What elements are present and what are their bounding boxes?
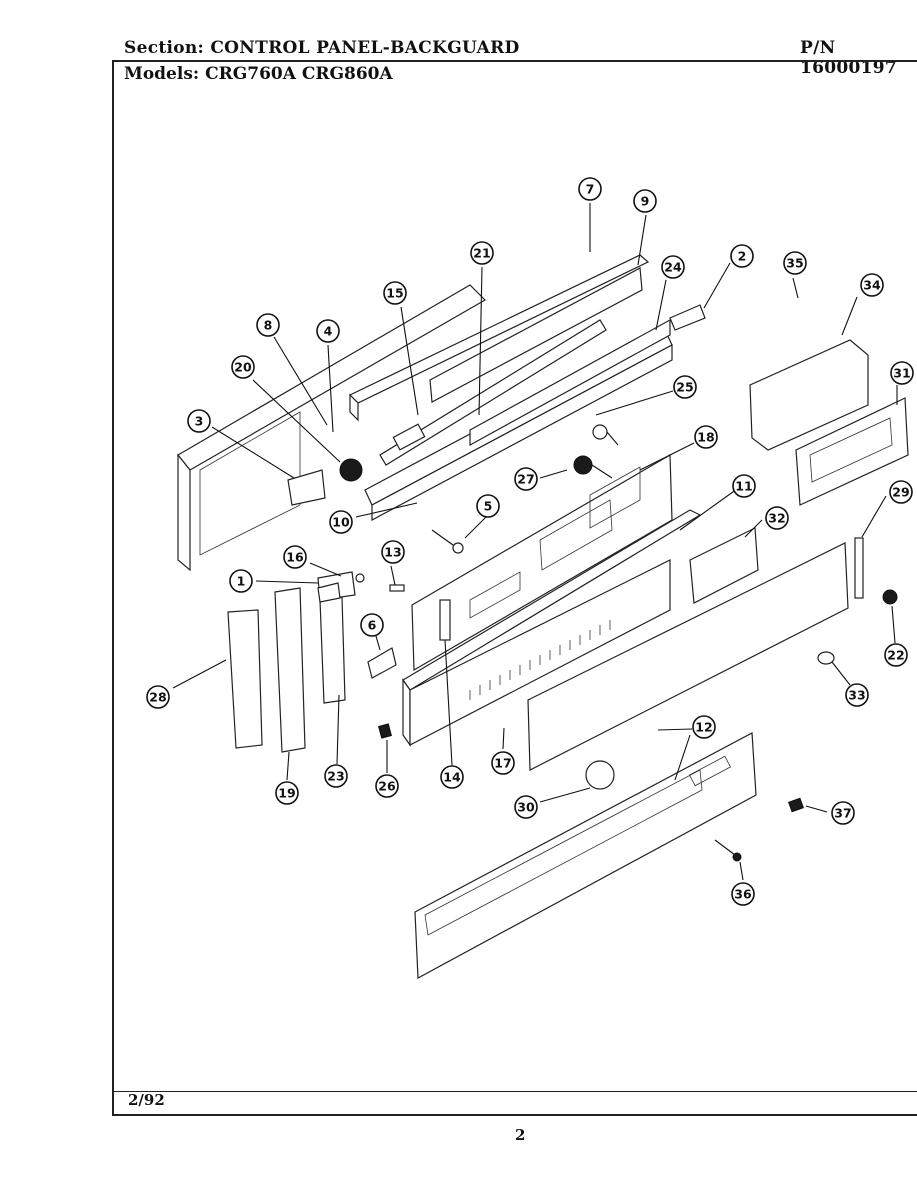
callout-12: 12 xyxy=(692,715,716,739)
front-control-panel xyxy=(414,542,849,979)
knob-part xyxy=(339,458,363,482)
callout-16: 16 xyxy=(283,545,307,569)
svg-text:26: 26 xyxy=(378,779,396,794)
svg-text:23: 23 xyxy=(327,769,344,784)
svg-text:9: 9 xyxy=(641,194,650,209)
support-rail xyxy=(364,318,673,521)
callout-22: 22 xyxy=(884,643,908,667)
callout-34: 34 xyxy=(860,273,884,297)
page-number: 2 xyxy=(515,1126,526,1144)
callout-23: 23 xyxy=(324,764,348,788)
svg-text:22: 22 xyxy=(887,648,904,663)
svg-text:10: 10 xyxy=(332,515,350,530)
svg-text:7: 7 xyxy=(586,182,595,197)
svg-text:14: 14 xyxy=(443,770,461,785)
part-number: P/N 16000197 xyxy=(800,38,898,78)
callout-15: 15 xyxy=(383,281,407,305)
callout-17: 17 xyxy=(491,751,515,775)
svg-text:33: 33 xyxy=(848,688,865,703)
callout-14: 14 xyxy=(440,765,464,789)
svg-text:17: 17 xyxy=(494,756,511,771)
callout-2: 2 xyxy=(730,244,754,268)
svg-text:30: 30 xyxy=(517,800,535,815)
callout-11: 11 xyxy=(732,474,756,498)
callout-28: 28 xyxy=(146,685,170,709)
svg-text:19: 19 xyxy=(278,786,295,801)
svg-text:36: 36 xyxy=(734,887,752,902)
callout-6: 6 xyxy=(360,613,384,637)
callout-21: 21 xyxy=(470,241,494,265)
callout-1: 1 xyxy=(229,569,253,593)
svg-text:21: 21 xyxy=(473,246,490,261)
callout-24: 24 xyxy=(661,255,685,279)
clock-assembly xyxy=(689,339,909,862)
callout-33: 33 xyxy=(845,683,869,707)
svg-text:31: 31 xyxy=(893,366,910,381)
svg-text:16: 16 xyxy=(286,550,304,565)
diagram-frame xyxy=(112,60,917,1116)
callout-25: 25 xyxy=(673,375,697,399)
svg-text:28: 28 xyxy=(149,690,166,705)
leader-lines xyxy=(172,203,898,881)
svg-text:8: 8 xyxy=(264,318,273,333)
callout-8: 8 xyxy=(256,313,280,337)
callout-10: 10 xyxy=(329,510,353,534)
callout-20: 20 xyxy=(231,355,255,379)
callout-3: 3 xyxy=(187,409,211,433)
control-mounting-board xyxy=(411,453,673,672)
callout-32: 32 xyxy=(765,506,789,530)
svg-text:12: 12 xyxy=(695,720,712,735)
callout-26: 26 xyxy=(375,774,399,798)
end-cap-part xyxy=(227,609,263,749)
callout-5: 5 xyxy=(476,494,500,518)
svg-text:20: 20 xyxy=(234,360,252,375)
svg-text:3: 3 xyxy=(195,414,204,429)
section-title: Section: CONTROL PANEL-BACKGUARD xyxy=(124,38,520,58)
svg-text:1: 1 xyxy=(237,574,246,589)
svg-text:32: 32 xyxy=(768,511,785,526)
callout-29: 29 xyxy=(889,480,913,504)
callout-31: 31 xyxy=(890,361,914,385)
callout-13: 13 xyxy=(381,540,405,564)
top-trim xyxy=(348,254,650,422)
callout-30: 30 xyxy=(514,795,538,819)
callout-18: 18 xyxy=(694,425,718,449)
callout-37: 37 xyxy=(831,801,855,825)
svg-text:24: 24 xyxy=(664,260,682,275)
footer-divider xyxy=(112,1091,917,1092)
callout-19: 19 xyxy=(275,781,299,805)
svg-text:18: 18 xyxy=(697,430,714,445)
svg-text:2: 2 xyxy=(738,249,747,264)
svg-text:27: 27 xyxy=(517,472,534,487)
callout-9: 9 xyxy=(633,189,657,213)
callout-7: 7 xyxy=(578,177,602,201)
svg-text:6: 6 xyxy=(368,618,377,633)
svg-text:29: 29 xyxy=(892,485,909,500)
svg-text:13: 13 xyxy=(384,545,401,560)
svg-text:34: 34 xyxy=(863,278,881,293)
callout-36: 36 xyxy=(731,882,755,906)
svg-text:11: 11 xyxy=(735,479,752,494)
svg-text:15: 15 xyxy=(386,286,403,301)
small-fasteners xyxy=(317,304,706,739)
bracket-part xyxy=(287,469,326,506)
side-bracket-right xyxy=(319,596,346,704)
side-bracket-left xyxy=(274,587,306,753)
callout-4: 4 xyxy=(316,319,340,343)
revision-date: 2/92 xyxy=(128,1091,165,1109)
svg-text:5: 5 xyxy=(484,499,493,514)
callout-35: 35 xyxy=(783,251,807,275)
models-label: Models: CRG760A CRG860A xyxy=(124,64,393,84)
callout-27: 27 xyxy=(514,467,538,491)
svg-text:25: 25 xyxy=(676,380,693,395)
svg-text:4: 4 xyxy=(324,324,333,339)
spacer-tube xyxy=(379,319,607,466)
selector-switch xyxy=(573,424,619,479)
svg-text:37: 37 xyxy=(834,806,851,821)
backguard-rear-panel xyxy=(177,284,486,572)
svg-text:35: 35 xyxy=(786,256,803,271)
